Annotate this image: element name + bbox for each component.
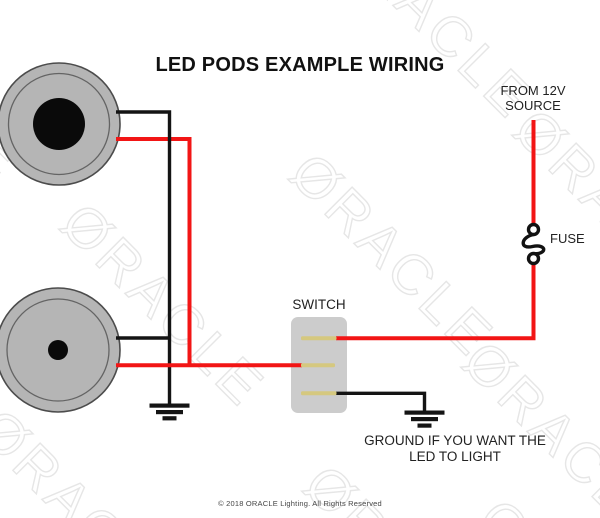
copyright-notice: © 2018 ORACLE Lighting. All Rights Reser… — [218, 499, 382, 508]
led-pod-bottom-bezel-ring — [6, 298, 110, 402]
fuse-terminal-top — [526, 222, 541, 237]
led-pod-bottom — [0, 287, 121, 413]
ground-bar — [149, 403, 190, 408]
page-title: LED PODS EXAMPLE WIRING — [155, 54, 445, 76]
wire-ground-switch — [336, 391, 427, 411]
led-pod-bottom-lens — [48, 340, 68, 360]
ground-note: GROUND IF YOU WANT THE LED TO LIGHT — [364, 433, 546, 464]
ground-wiring — [116, 110, 427, 411]
source-label: FROM 12V SOURCE — [500, 83, 566, 113]
led-pod-top-lens — [33, 98, 85, 150]
ground-bar — [404, 410, 445, 415]
source-label-line2: SOURCE — [505, 97, 561, 113]
ground-bar — [156, 410, 183, 415]
led-pod-top-bezel-ring — [7, 72, 111, 176]
ground-note-line2: LED TO LIGHT — [409, 448, 501, 464]
led-pod-top — [0, 62, 121, 186]
ground-bar — [411, 417, 438, 422]
wire-ground-top-pod — [116, 110, 172, 404]
power-wiring — [116, 120, 536, 368]
ground-symbol-right — [404, 410, 445, 428]
fuse-symbol — [521, 222, 546, 266]
switch-terminal-top — [301, 336, 337, 341]
switch-terminals — [301, 336, 337, 396]
fuse-terminal-bottom — [526, 251, 541, 266]
ground-bar — [162, 416, 177, 421]
ground-symbol-left — [149, 403, 190, 421]
wire-positive-top-pod — [116, 137, 192, 367]
source-label-line1: FROM 12V — [500, 83, 566, 98]
switch-terminal-bottom — [301, 391, 337, 396]
fuse-label: FUSE — [550, 231, 585, 246]
ground-note-line1: GROUND IF YOU WANT THE — [364, 433, 546, 448]
fuse-element — [521, 232, 546, 256]
switch-label: SWITCH — [292, 297, 346, 312]
switch-terminal-middle — [301, 363, 335, 368]
ground-bar — [417, 423, 432, 428]
wire-positive-switch-to-fuse — [336, 262, 536, 341]
